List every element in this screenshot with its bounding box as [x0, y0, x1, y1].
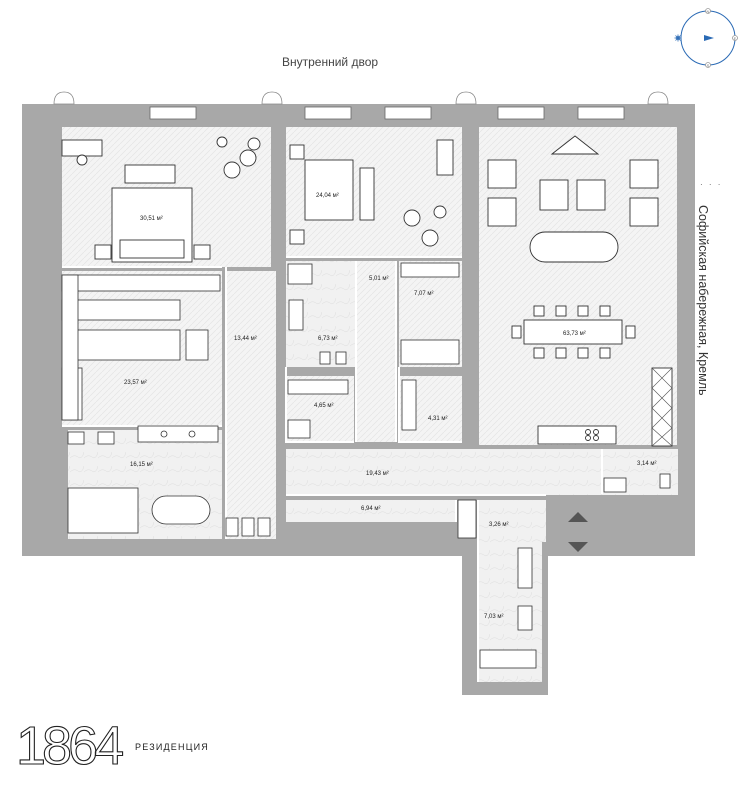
room-area-bath-2: 6,73 м² [318, 336, 338, 342]
sun-icon [674, 34, 682, 42]
bath-2-fixtures [287, 262, 671, 669]
inner-walls [62, 256, 603, 682]
room-area-living: 63,73 м² [563, 331, 586, 337]
windows-top [149, 106, 625, 120]
compass-n: N [707, 9, 710, 14]
bedroom-2-furniture [289, 139, 454, 247]
courtyard-label: Внутренний двор [282, 55, 379, 69]
room-area-bedroom-1: 30,51 м² [140, 216, 163, 222]
room-area-hall-main: 19,43 м² [366, 471, 389, 477]
bedroom-1-furniture [61, 136, 261, 263]
room-area-entry: 3,26 м² [489, 522, 509, 528]
compass-s: S [707, 63, 710, 68]
room-area-bedroom-2: 24,04 м² [316, 193, 339, 199]
compass: N E S [674, 8, 738, 68]
room-area-storage-2: 4,31 м² [428, 416, 448, 422]
room-area-storage-1: 4,65 м² [314, 403, 334, 409]
room-area-dressing-2: 7,07 м² [414, 291, 434, 297]
bath-1-fixtures [67, 425, 271, 537]
scroll-up-button[interactable] [568, 512, 588, 522]
living-furniture [487, 135, 673, 447]
balustrade-top [53, 91, 669, 105]
room-area-dressing-1: 23,57 м² [124, 380, 147, 386]
room-area-corridor-left: 13,44 м² [234, 336, 257, 342]
room-area-kitchen-2: 7,03 м² [484, 614, 504, 620]
svg-text:1864: 1864 [16, 716, 123, 772]
room-area-corridor-bottom: 6,94 м² [361, 506, 381, 512]
room-area-wc: 3,14 м² [637, 461, 657, 467]
dotted-marker: · · · [700, 180, 723, 189]
brand-subtitle: РЕЗИДЕНЦИЯ [135, 742, 209, 752]
dressing-1-shelves [61, 274, 221, 421]
scroll-down-button[interactable] [568, 542, 588, 552]
room-area-bath-1: 16,15 м² [130, 462, 153, 468]
room-area-hall-small: 5,01 м² [369, 276, 389, 282]
brand-logo: 1864 [16, 715, 128, 772]
compass-e: E [734, 36, 737, 41]
